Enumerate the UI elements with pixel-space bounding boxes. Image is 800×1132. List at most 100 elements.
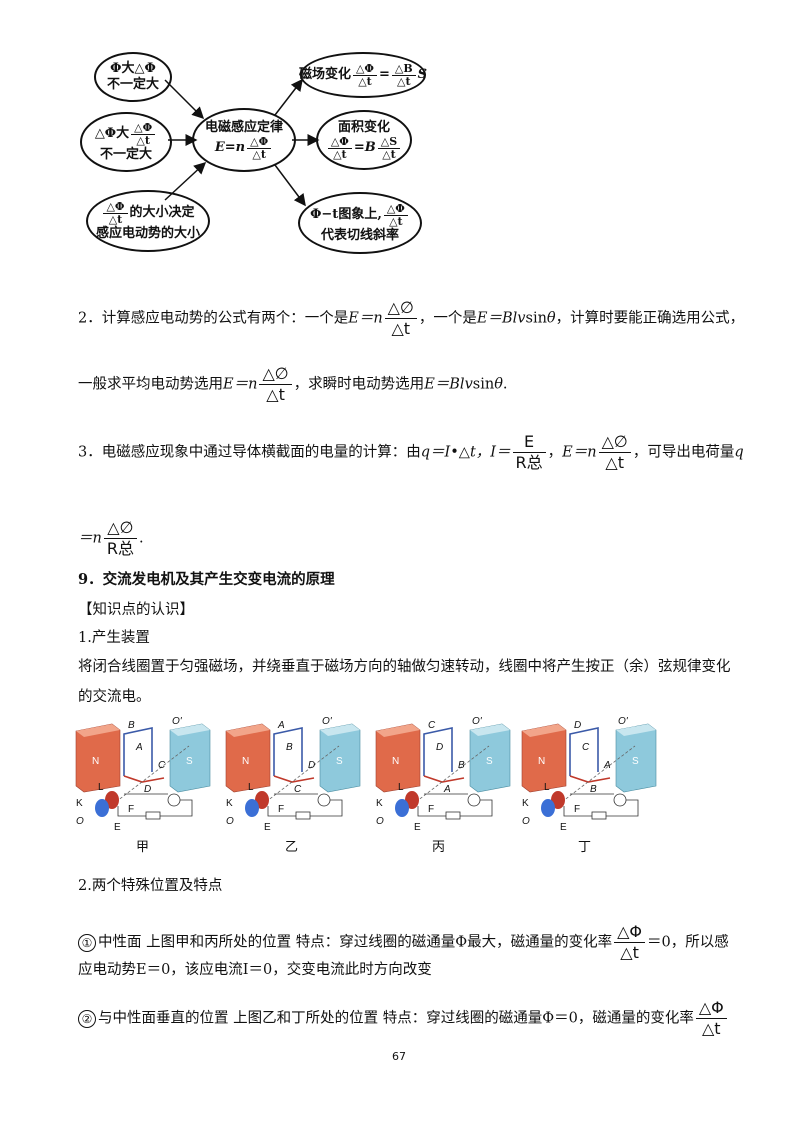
slip-ring (255, 791, 269, 809)
node-text: 不一定大 (106, 77, 159, 92)
resistor-icon (591, 811, 607, 820)
south-magnet-top (320, 724, 360, 736)
fraction: △Φ△t (103, 200, 128, 226)
node-flux-large: Φ大△Φ 不一定大 (94, 52, 172, 102)
node-graph-slope: Φ−t图象上, △Φ△t 代表切线斜率 (298, 192, 422, 254)
subheading-device: 1.产生装置 (78, 630, 150, 646)
circled-number-icon: ② (78, 1009, 96, 1028)
resistor-icon (445, 811, 461, 820)
label-o-prime: O' (618, 716, 629, 727)
galvanometer-icon (167, 793, 181, 807)
label-coil-corner: A (443, 784, 451, 795)
label-coil-corner: A (277, 720, 285, 731)
fraction: △Φ△t (327, 135, 352, 161)
north-magnet-top (376, 724, 420, 737)
point1-line2: 应电动势E＝0，该应电流I＝0，交变电流此时方向改变 (78, 962, 432, 978)
slip-ring (245, 799, 259, 817)
label-f: F (574, 804, 580, 815)
coil-wire (569, 727, 599, 776)
fraction-delta-phi-over-delta-t: △∅△t (384, 298, 417, 339)
label-f: F (128, 804, 134, 815)
slip-ring (105, 791, 119, 809)
fraction: △S△t (377, 135, 401, 161)
label-coil-corner: D (144, 784, 151, 795)
label-s: S (336, 756, 343, 767)
label-l: L (398, 782, 404, 793)
south-magnet-top (616, 724, 656, 736)
label-coil-corner: C (294, 784, 302, 795)
section9-title: 9．交流发电机及其产生交变电流的原理 (78, 571, 335, 588)
south-magnet-top (470, 724, 510, 736)
north-magnet-top (226, 724, 270, 737)
para2-line1: 2．计算感应电动势的公式有两个：一个是E＝n△∅△t，一个是E＝Blvsinθ，… (78, 298, 745, 339)
caption-bing: 丙 (432, 840, 446, 855)
south-magnet-top (170, 724, 210, 736)
caption-jia: 甲 (136, 840, 150, 855)
label-k: K (522, 798, 529, 809)
label-e: E (560, 822, 567, 833)
label-coil-corner: C (158, 760, 166, 771)
external-circuit (267, 799, 343, 817)
slip-ring (541, 799, 555, 817)
slip-ring (95, 799, 109, 817)
north-magnet-top (76, 724, 120, 737)
node-rate-determines: △Φ△t 的大小决定 感应电动势的大小 (86, 190, 210, 252)
slip-ring (405, 791, 419, 809)
label-coil-corner: C (428, 720, 436, 731)
node-title: 面积变化 (337, 119, 390, 135)
coil-wire (569, 775, 611, 783)
label-k: K (376, 798, 383, 809)
fraction-delta-phi-over-delta-t: △Φ△t (614, 922, 646, 963)
label-l: L (248, 782, 254, 793)
para2-line2: 一般求平均电动势选用E＝n△∅△t，求瞬时电动势选用E＝Blvsinθ. (78, 364, 508, 404)
label-o-prime: O' (172, 716, 183, 727)
label-coil-corner: D (308, 760, 315, 771)
page-number: 67 (392, 1050, 406, 1063)
label-s: S (632, 756, 639, 767)
label-e: E (114, 822, 121, 833)
galvanometer-icon (317, 793, 331, 807)
label-coil-corner: D (436, 742, 443, 753)
label-coil-corner: B (458, 760, 465, 771)
fraction-delta-phi-over-r: △∅R总 (103, 518, 137, 559)
node-text: Φ−t图象上, (310, 207, 382, 222)
fraction: △Φ△t (247, 135, 272, 161)
para3-line2: ＝n△∅R总. (78, 518, 144, 559)
label-coil-corner: B (286, 742, 293, 753)
resistor-icon (295, 811, 311, 820)
arrow-right3 (274, 164, 306, 207)
body-line: 将闭合线圈置于匀强磁场，并绕垂直于磁场方向的轴做匀速转动，线圈中将产生按正（余）… (78, 659, 731, 675)
arrow-right1 (274, 78, 303, 116)
subheading-special-positions: 2.两个特殊位置及特点 (78, 878, 223, 894)
label-coil-corner: A (135, 742, 143, 753)
label-e: E (414, 822, 421, 833)
label-n: N (92, 756, 99, 767)
coil-wire (123, 727, 153, 776)
label-o: O (376, 816, 384, 827)
label-k: K (226, 798, 233, 809)
circled-number-icon: ① (78, 933, 96, 952)
resistor-icon (145, 811, 161, 820)
node-text: 磁场变化 (298, 67, 351, 82)
arrow-left1 (164, 79, 205, 120)
node-title: 电磁感应定律 (204, 119, 283, 135)
body-line: 的交流电。 (78, 689, 151, 705)
label-coil-corner: B (128, 720, 135, 731)
label-o: O (76, 816, 84, 827)
galvanometer-icon (467, 793, 481, 807)
node-text: =B (353, 140, 376, 155)
fraction-delta-phi-over-delta-t: △Φ△t (695, 998, 727, 1039)
coil-wire (423, 775, 465, 783)
node-flux-change-large: △Φ大 △Φ△t 不一定大 (80, 112, 172, 172)
caption-yi: 乙 (285, 840, 299, 855)
node-text: 的大小决定 (129, 205, 195, 220)
external-circuit (417, 799, 493, 817)
